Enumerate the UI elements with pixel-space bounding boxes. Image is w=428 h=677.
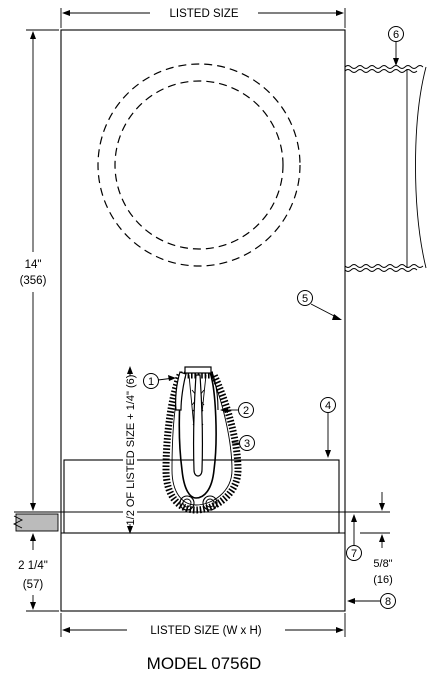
blade-reference [12, 511, 390, 532]
callout-2: 2 [220, 402, 254, 418]
height-dimension: 14" (356) [20, 29, 59, 511]
height-mm-label: (356) [20, 275, 47, 287]
callout-5: 5 [297, 290, 342, 320]
callout-8: 8 [347, 593, 396, 609]
svg-text:4: 4 [325, 400, 331, 412]
height-in-label: 14" [25, 259, 42, 271]
gap-in-label: 5/8" [373, 558, 392, 570]
top-width-label: LISTED SIZE [169, 8, 238, 20]
half-size-dimension: 1/2 OF LISTED SIZE + 1/4" (6) [123, 366, 137, 534]
svg-text:1: 1 [148, 376, 154, 388]
svg-text:8: 8 [385, 596, 391, 608]
svg-text:6: 6 [393, 29, 399, 41]
bottom-mm-label: (57) [23, 579, 44, 591]
svg-text:7: 7 [351, 548, 357, 560]
bottom-width-dimension: LISTED SIZE (W x H) [60, 613, 346, 637]
model-caption: MODEL 0756D [147, 654, 262, 673]
bottom-width-label: LISTED SIZE (W x H) [150, 625, 261, 637]
dashed-circle-inner [114, 80, 284, 250]
bottom-height-dimension: 2 1/4" (57) [18, 533, 59, 612]
top-width-dimension: LISTED SIZE [60, 8, 346, 28]
main-frame [60, 29, 346, 612]
bottom-in-label: 2 1/4" [18, 560, 48, 572]
svg-text:3: 3 [244, 438, 250, 450]
callout-6: 6 [388, 26, 404, 66]
svg-text:2: 2 [243, 405, 249, 417]
callout-4: 4 [320, 397, 336, 458]
callout-3: 3 [232, 435, 255, 451]
gap-dimension: 5/8" (16) [360, 492, 393, 586]
half-size-label: 1/2 OF LISTED SIZE + 1/4" (6) [125, 375, 137, 526]
callout-1: 1 [143, 373, 176, 389]
svg-text:5: 5 [302, 293, 308, 305]
gap-mm-label: (16) [373, 574, 393, 586]
link-assembly [162, 366, 242, 514]
callout-7: 7 [346, 514, 362, 561]
dashed-circle-outer [97, 63, 301, 267]
side-duct [344, 65, 427, 272]
